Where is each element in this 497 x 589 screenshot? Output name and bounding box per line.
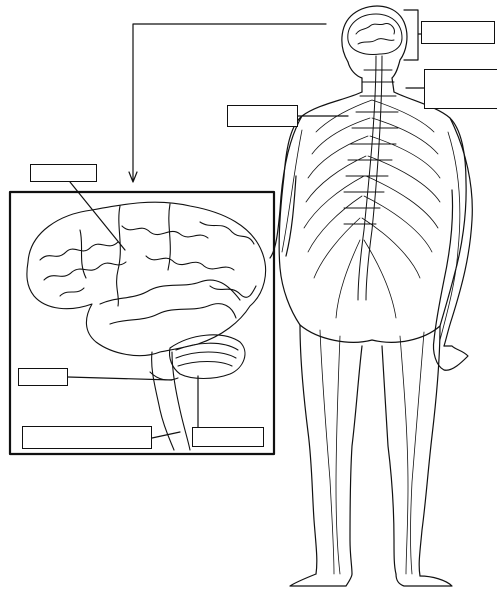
label-box-nerves[interactable] bbox=[227, 105, 298, 127]
leg-right-outer bbox=[419, 326, 440, 576]
trunk-nerves bbox=[282, 100, 460, 574]
leg-left-inner bbox=[350, 346, 362, 574]
label-box-brain[interactable] bbox=[421, 21, 495, 44]
cerebrum-outline bbox=[27, 202, 266, 355]
head-brain bbox=[348, 14, 402, 54]
face-outline bbox=[348, 62, 362, 78]
arm-right-outer bbox=[444, 118, 472, 346]
foot-left bbox=[290, 574, 352, 586]
arm-left-inner bbox=[286, 176, 296, 256]
arm-right-inner bbox=[434, 190, 453, 340]
label-box-spinal-cord[interactable] bbox=[424, 69, 497, 109]
hip-line bbox=[300, 325, 440, 342]
head-outline bbox=[342, 6, 407, 78]
neck-outline bbox=[362, 78, 394, 92]
leg-right-inner bbox=[382, 346, 396, 574]
label-box-pons[interactable] bbox=[18, 368, 68, 386]
label-box-medulla[interactable] bbox=[22, 426, 152, 449]
foot-right bbox=[396, 574, 452, 586]
brainstem bbox=[152, 352, 190, 450]
inset-brain bbox=[27, 202, 266, 450]
brain-inset-frame bbox=[10, 192, 274, 454]
label-box-cerebrum[interactable] bbox=[30, 164, 97, 182]
label-box-cerebellum[interactable] bbox=[192, 427, 264, 447]
torso-right bbox=[394, 92, 466, 326]
leg-left-outer bbox=[300, 325, 317, 574]
